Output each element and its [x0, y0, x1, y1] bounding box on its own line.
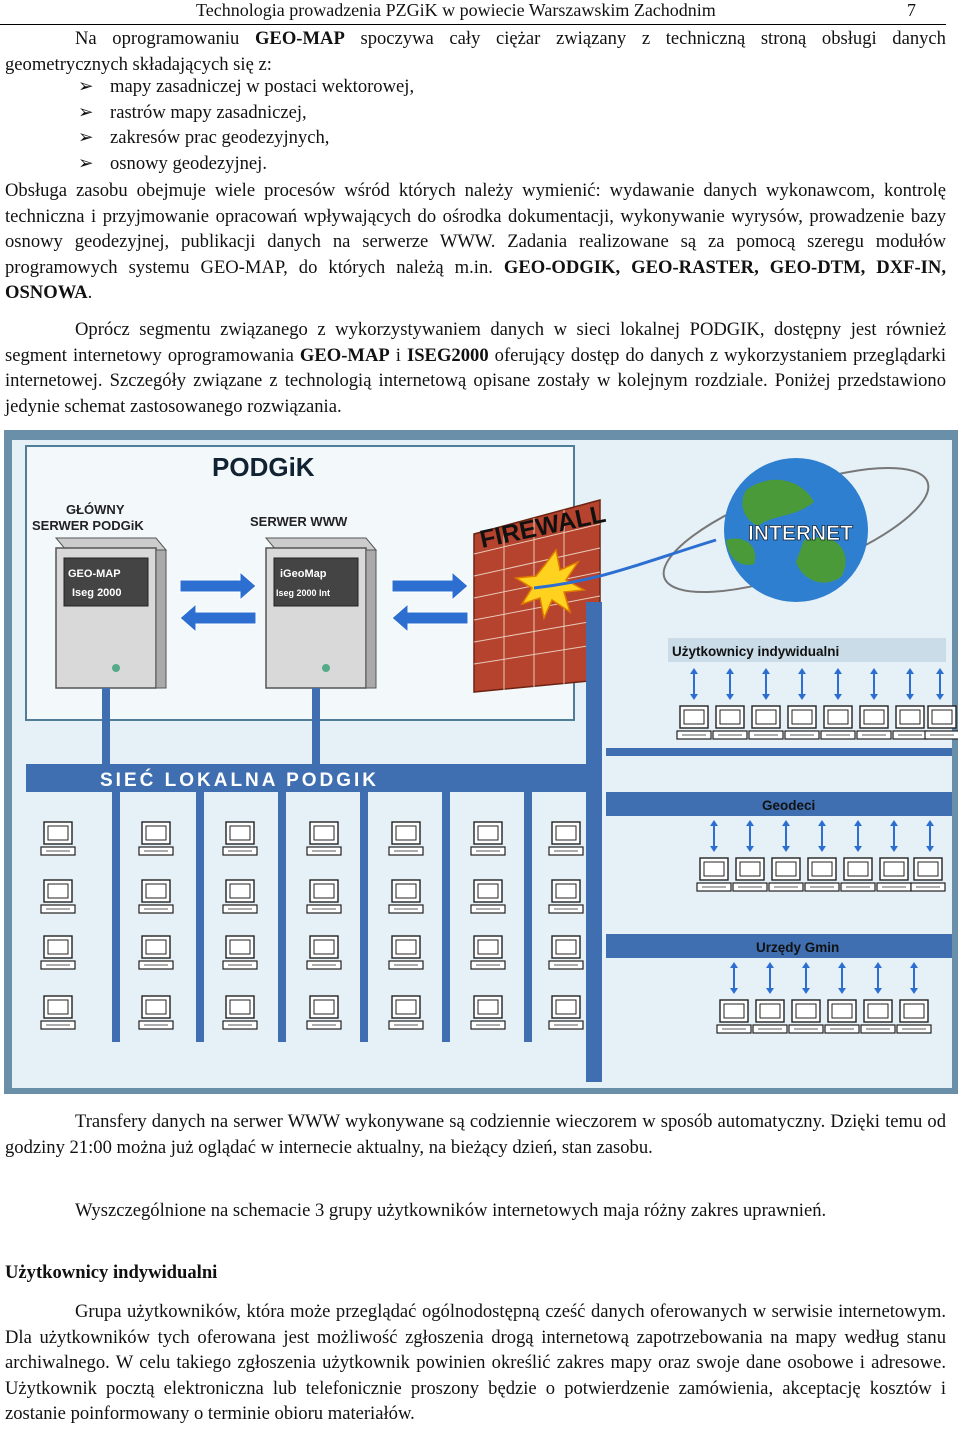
- main-server-software: GEO-MAP: [68, 568, 121, 580]
- page-header: Technologia prowadzenia PZGiK w powiecie…: [0, 0, 946, 25]
- lan-label: SIEĆ LOKALNA PODGIK: [100, 769, 379, 791]
- main-server-icon: [54, 537, 168, 689]
- main-server-label-2: SERWER PODGiK: [32, 518, 144, 533]
- list-item: ➢zakresów prac geodezyjnych,: [78, 125, 414, 151]
- arrow-bullet-icon: ➢: [78, 76, 94, 97]
- lan-bus-top: [26, 764, 586, 792]
- internet-link: [533, 538, 717, 590]
- paragraph-individual-users: Grupa użytkowników, która może przegląda…: [5, 1301, 946, 1425]
- modules-list: GEO-ODGIK, GEO-RASTER, GEO-DTM, DXF-IN, …: [5, 256, 946, 304]
- main-server-software-2: Iseg 2000: [72, 587, 122, 599]
- arrow-bullet-icon: ➢: [78, 152, 94, 174]
- paragraph-processes: Obsługa zasobu obejmuje wiele procesów w…: [5, 180, 946, 304]
- surveyors-label: Geodeci: [762, 798, 815, 813]
- header-title: Technologia prowadzenia PZGiK w powiecie…: [196, 0, 716, 20]
- www-server-icon: [264, 537, 378, 689]
- lan-bus-drops: [112, 792, 532, 1042]
- www-server-software: iGeoMap: [280, 568, 327, 580]
- section-heading: Użytkownicy indywidualni: [5, 1262, 218, 1283]
- arrow-bullet-icon: ➢: [78, 127, 94, 149]
- individual-users-label: Użytkownicy indywidualni: [672, 644, 839, 659]
- podgik-title: PODGiK: [212, 452, 315, 482]
- arrow-bullet-icon: ➢: [78, 101, 94, 123]
- www-server-label: SERWER WWW: [250, 514, 348, 529]
- globe-icon: [662, 458, 930, 602]
- main-server-label: GŁÓWNY: [66, 502, 125, 517]
- firewall-icon: [473, 499, 601, 693]
- internet-bus: [586, 602, 602, 1082]
- page-number: 7: [907, 0, 916, 20]
- data-types-list: ➢mapy zasadniczej w postaci wektorowej, …: [78, 74, 414, 176]
- paragraph-user-groups: Wyszczególnione na schemacie 3 grupy uży…: [75, 1200, 827, 1221]
- paragraph-transfers: Transfery danych na serwer WWW wykonywan…: [5, 1111, 946, 1158]
- list-item: ➢rastrów mapy zasadniczej,: [78, 100, 414, 126]
- municipal-offices-label: Urzędy Gmin: [756, 940, 839, 955]
- www-server-software-2: Iseg 2000 Int: [276, 588, 330, 598]
- paragraph-geomap-intro: Na oprogramowaniu GEO-MAP spoczywa cały …: [5, 28, 946, 75]
- network-diagram: PODGiK GŁÓWNY SERWER PODGiK GEO-MAP Iseg…: [4, 430, 958, 1094]
- list-item: ➢mapy zasadniczej w postaci wektorowej,: [78, 74, 414, 100]
- geomap-term: GEO-MAP: [254, 28, 345, 49]
- paragraph-internet-segment: Oprócz segmentu związanego z wykorzystyw…: [5, 319, 946, 417]
- sync-arrows-icon: [179, 570, 469, 634]
- list-item: ➢osnowy geodezyjnej.: [78, 151, 414, 177]
- internet-label: INTERNET: [748, 522, 853, 545]
